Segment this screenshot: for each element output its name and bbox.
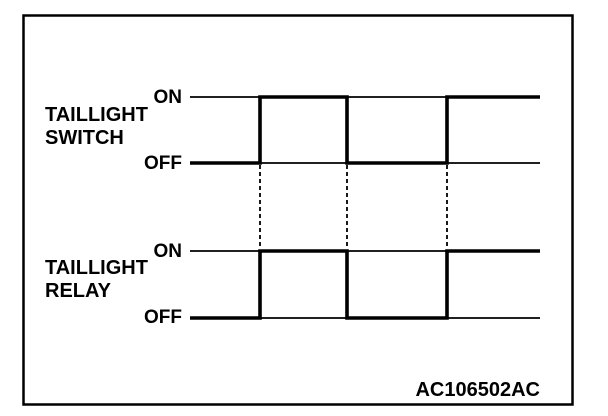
taillight-relay-on-label: ON [153,241,183,262]
signal-label-line: TAILLIGHT [45,257,148,279]
signal-label-taillight-relay: TAILLIGHT RELAY [45,257,148,303]
taillight-relay-waveform [190,249,540,320]
figure-code: AC106502AC [415,379,540,401]
taillight-switch-off-label: OFF [144,153,182,174]
signal-label-line: SWITCH [45,127,124,149]
taillight-relay-off-label: OFF [144,307,182,328]
figure-border [22,14,574,406]
signal-label-taillight-switch: TAILLIGHT SWITCH [45,104,148,150]
taillight-switch-waveform [190,95,540,165]
taillight-switch-on-label: ON [153,87,183,108]
signal-label-line: TAILLIGHT [45,104,148,126]
signal-label-line: RELAY [45,280,111,302]
